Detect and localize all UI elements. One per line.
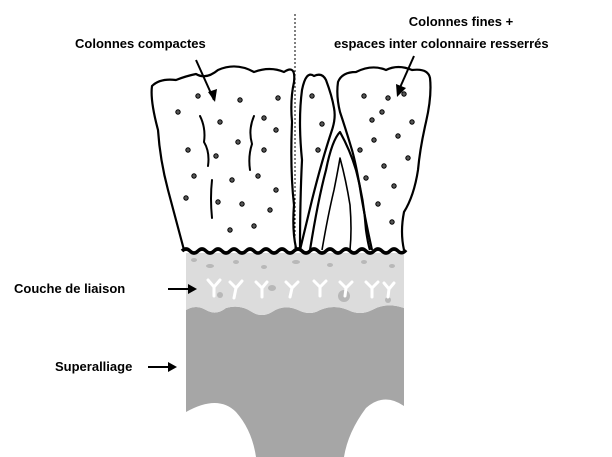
compact-column-block (152, 66, 296, 250)
arrow-superalliage (148, 362, 177, 372)
fine-column-1 (300, 75, 335, 250)
compact-column-pores (176, 94, 280, 232)
superalloy-layer (186, 305, 404, 457)
compact-column-cracks (200, 116, 254, 218)
arrow-fine-label (396, 56, 414, 97)
